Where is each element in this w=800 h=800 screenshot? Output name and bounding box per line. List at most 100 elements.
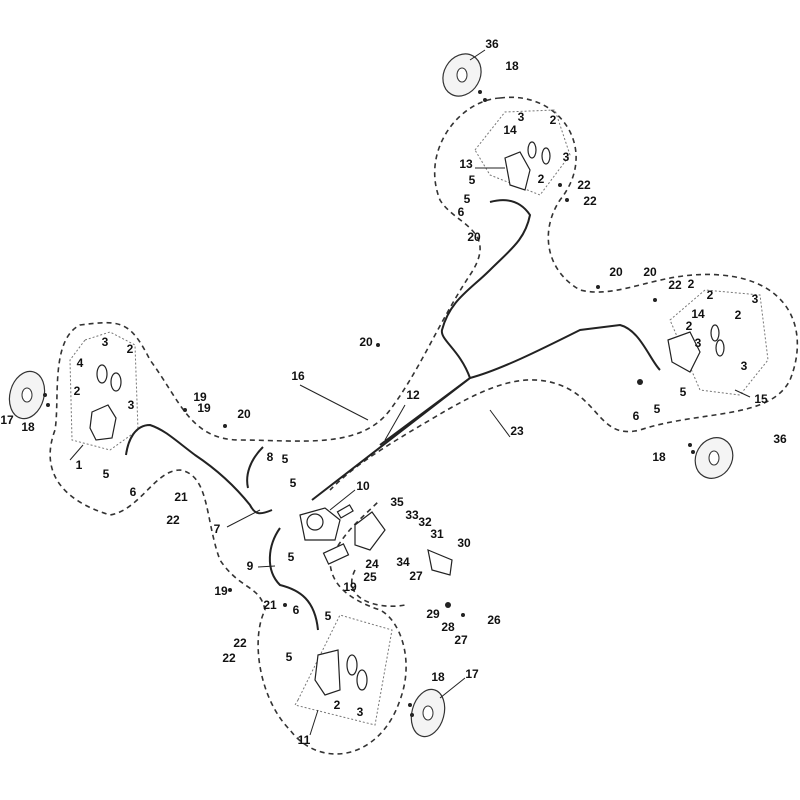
brake-line-front <box>440 199 532 379</box>
callout: 26 <box>487 613 501 627</box>
callout: 2 <box>334 698 341 712</box>
callout: 5 <box>103 467 110 481</box>
callout: 5 <box>469 173 476 187</box>
caliper-rear-right <box>667 324 725 373</box>
brake-disc-rear-left <box>410 688 446 738</box>
callout: 27 <box>409 569 423 583</box>
sensor-cable <box>246 446 264 489</box>
callout: 19 <box>214 584 228 598</box>
callout: 6 <box>458 205 465 219</box>
callout: 17 <box>0 413 14 427</box>
callout: 7 <box>214 522 221 536</box>
callout: 1 <box>76 458 83 472</box>
callout: 20 <box>467 230 481 244</box>
callout: 21 <box>263 598 277 612</box>
callout: 9 <box>247 559 254 573</box>
callout: 3 <box>102 335 109 349</box>
callout: 28 <box>441 620 455 634</box>
callout: 2 <box>707 288 714 302</box>
pedal-bracket <box>322 511 453 576</box>
callout: 25 <box>363 570 377 584</box>
callout: 5 <box>654 402 661 416</box>
brake-line-main <box>311 323 661 501</box>
callout: 3 <box>752 292 759 306</box>
brake-disc-front-right <box>442 53 482 97</box>
caliper-front-left <box>89 364 122 441</box>
callout: 22 <box>577 178 591 192</box>
callout: 16 <box>291 369 305 383</box>
callout: 18 <box>431 670 445 684</box>
callout: 14 <box>691 307 705 321</box>
center-group-outline <box>351 569 406 608</box>
callout: 19 <box>343 580 357 594</box>
callout: 2 <box>688 277 695 291</box>
callout: 5 <box>464 192 471 206</box>
callout: 4 <box>77 356 84 370</box>
brake-line-left <box>125 423 273 515</box>
callout: 24 <box>365 557 379 571</box>
callout: 22 <box>222 651 236 665</box>
callout: 18 <box>505 59 519 73</box>
leader-lines <box>69 49 751 736</box>
callout: 20 <box>359 335 373 349</box>
callout: 23 <box>510 424 524 438</box>
callout: 20 <box>237 407 251 421</box>
callout: 34 <box>396 555 410 569</box>
callout: 22 <box>583 194 597 208</box>
callout: 2 <box>538 172 545 186</box>
callout: 3 <box>741 359 748 373</box>
callout: 3 <box>695 336 702 350</box>
left-upper-group-outline <box>49 97 501 755</box>
callout: 3 <box>357 705 364 719</box>
callout: 15 <box>754 392 768 406</box>
callout: 29 <box>426 607 440 621</box>
callout: 5 <box>282 452 289 466</box>
brake-line-rear <box>268 527 319 631</box>
callout: 6 <box>130 485 137 499</box>
callout: 20 <box>609 265 623 279</box>
callout: 31 <box>430 527 444 541</box>
callout: 19 <box>193 390 207 404</box>
callout: 20 <box>643 265 657 279</box>
callout: 12 <box>406 388 420 402</box>
callout: 5 <box>286 650 293 664</box>
front-right-group-outline <box>329 96 799 491</box>
callout: 3 <box>128 398 135 412</box>
callout: 8 <box>267 450 274 464</box>
callout: 18 <box>21 420 35 434</box>
callout: 2 <box>550 113 557 127</box>
callout: 22 <box>668 278 682 292</box>
callout: 17 <box>465 667 479 681</box>
callout: 36 <box>485 37 499 51</box>
callout: 11 <box>298 733 311 747</box>
callout: 36 <box>773 432 787 446</box>
master-cylinder <box>299 504 354 541</box>
caliper-box-rear-left <box>294 614 393 726</box>
callout: 3 <box>563 150 570 164</box>
caliper-box-front-right <box>474 109 571 196</box>
callout: 2 <box>686 319 693 333</box>
callout: 27 <box>454 633 468 647</box>
callout: 33 <box>405 508 419 522</box>
callout: 22 <box>233 636 247 650</box>
callout: 13 <box>459 157 473 171</box>
callout: 6 <box>633 409 640 423</box>
callout: 5 <box>680 385 687 399</box>
callout: 5 <box>288 550 295 564</box>
callout: 2 <box>127 342 134 356</box>
brake-disc-rear-right <box>694 437 734 479</box>
callout: 3 <box>518 110 525 124</box>
caliper-front-right <box>504 141 551 191</box>
callout: 2 <box>735 308 742 322</box>
caliper-rear-left <box>314 649 368 696</box>
callout: 14 <box>503 123 517 137</box>
callout-labels: 36 18 3 2 14 3 13 2 5 22 5 22 6 20 20 20… <box>0 37 787 747</box>
brake-line-12 <box>379 377 471 446</box>
callout: 2 <box>74 384 81 398</box>
callout: 30 <box>457 536 471 550</box>
callout: 5 <box>290 476 297 490</box>
callout: 18 <box>652 450 666 464</box>
callout: 5 <box>325 609 332 623</box>
callout: 19 <box>197 401 211 415</box>
